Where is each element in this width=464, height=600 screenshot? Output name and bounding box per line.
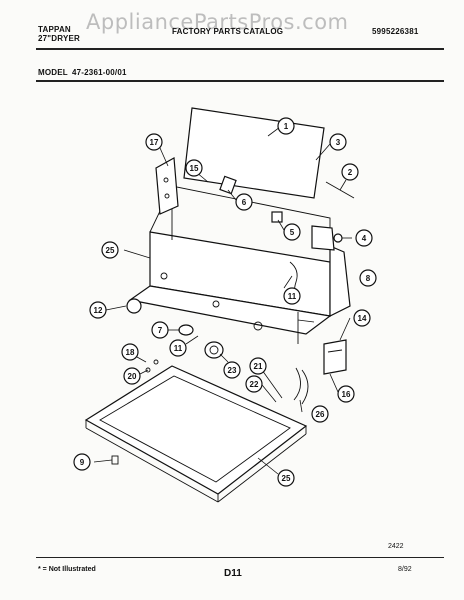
svg-text:22: 22 <box>250 380 259 389</box>
callout-21: 21 <box>249 357 267 375</box>
timer-knob <box>126 298 142 314</box>
svg-text:4: 4 <box>362 234 367 243</box>
door-switch <box>323 339 347 375</box>
console-end-cap <box>329 245 351 317</box>
callout-22: 22 <box>245 375 263 393</box>
callout-25: 25 <box>101 241 119 259</box>
header-rule <box>36 48 444 50</box>
model-label: MODEL <box>38 68 68 77</box>
svg-text:11: 11 <box>288 292 297 301</box>
page-code: D11 <box>224 568 242 579</box>
diagram-number: 2422 <box>388 543 404 550</box>
svg-text:17: 17 <box>150 138 159 147</box>
control-knob-insert <box>271 211 283 223</box>
svg-text:20: 20 <box>128 372 137 381</box>
callout-26: 26 <box>311 405 329 423</box>
svg-text:5: 5 <box>290 228 295 237</box>
svg-text:21: 21 <box>254 362 263 371</box>
svg-text:16: 16 <box>342 390 351 399</box>
svg-text:7: 7 <box>158 326 163 335</box>
svg-text:3: 3 <box>336 138 341 147</box>
svg-text:2: 2 <box>348 168 353 177</box>
callout-11: 11 <box>169 339 187 357</box>
control-bracket <box>155 157 179 215</box>
callout-16: 16 <box>337 385 355 403</box>
model-rule <box>36 80 444 82</box>
callout-8: 8 <box>359 269 377 287</box>
svg-text:6: 6 <box>242 198 247 207</box>
callout-18: 18 <box>121 343 139 361</box>
callout-3: 3 <box>329 133 347 151</box>
not-illustrated-note: * = Not Illustrated <box>38 566 96 573</box>
callout-1: 1 <box>277 117 295 135</box>
svg-text:15: 15 <box>190 164 199 173</box>
callout-20: 20 <box>123 367 141 385</box>
model-number: 47-2361-00/01 <box>72 68 127 77</box>
catalog-title: FACTORY PARTS CATALOG <box>172 27 284 36</box>
console-top <box>128 285 332 335</box>
svg-text:9: 9 <box>80 458 85 467</box>
callout-5: 5 <box>283 223 301 241</box>
svg-text:12: 12 <box>94 306 103 315</box>
svg-text:14: 14 <box>358 314 367 323</box>
callout-12: 12 <box>89 301 107 319</box>
push-switch <box>219 175 237 195</box>
start-knob <box>204 341 224 359</box>
svg-text:26: 26 <box>316 410 325 419</box>
catalog-number: 5995226381 <box>372 27 419 36</box>
callout-9: 9 <box>73 453 91 471</box>
svg-text:8: 8 <box>366 274 371 283</box>
callout-17: 17 <box>145 133 163 151</box>
watermark: AppliancePartsPros.com <box>86 10 349 34</box>
callout-15: 15 <box>185 159 203 177</box>
callout-14: 14 <box>353 309 371 327</box>
timer <box>311 225 335 251</box>
callout-23: 23 <box>223 361 241 379</box>
svg-text:11: 11 <box>174 344 183 353</box>
brand: TAPPAN <box>38 25 71 34</box>
callout-11: 11 <box>283 287 301 305</box>
footer-date: 8/92 <box>398 566 412 573</box>
svg-text:25: 25 <box>282 474 291 483</box>
callout-2: 2 <box>341 163 359 181</box>
callout-7: 7 <box>151 321 169 339</box>
callout-4: 4 <box>355 229 373 247</box>
product-name: 27"DRYER <box>38 34 80 43</box>
svg-text:25: 25 <box>106 246 115 255</box>
svg-text:23: 23 <box>228 366 237 375</box>
callout-25: 25 <box>277 469 295 487</box>
svg-text:18: 18 <box>126 348 135 357</box>
svg-text:1: 1 <box>284 122 289 131</box>
footer-rule <box>36 557 444 558</box>
callout-6: 6 <box>235 193 253 211</box>
